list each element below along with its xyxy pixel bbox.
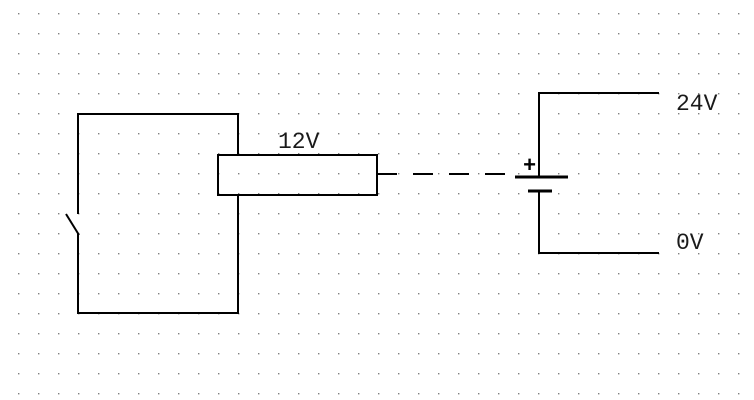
coil-voltage-label: 12V: [278, 129, 320, 155]
rail-24v-label: 24V: [676, 91, 718, 117]
battery-icon: [515, 92, 568, 254]
switch-icon: [65, 213, 80, 236]
battery-plus-label: +: [523, 154, 537, 179]
control-loop: [77, 113, 239, 314]
supply-rails: [538, 92, 659, 254]
rail-0v-label: 0V: [676, 230, 704, 256]
